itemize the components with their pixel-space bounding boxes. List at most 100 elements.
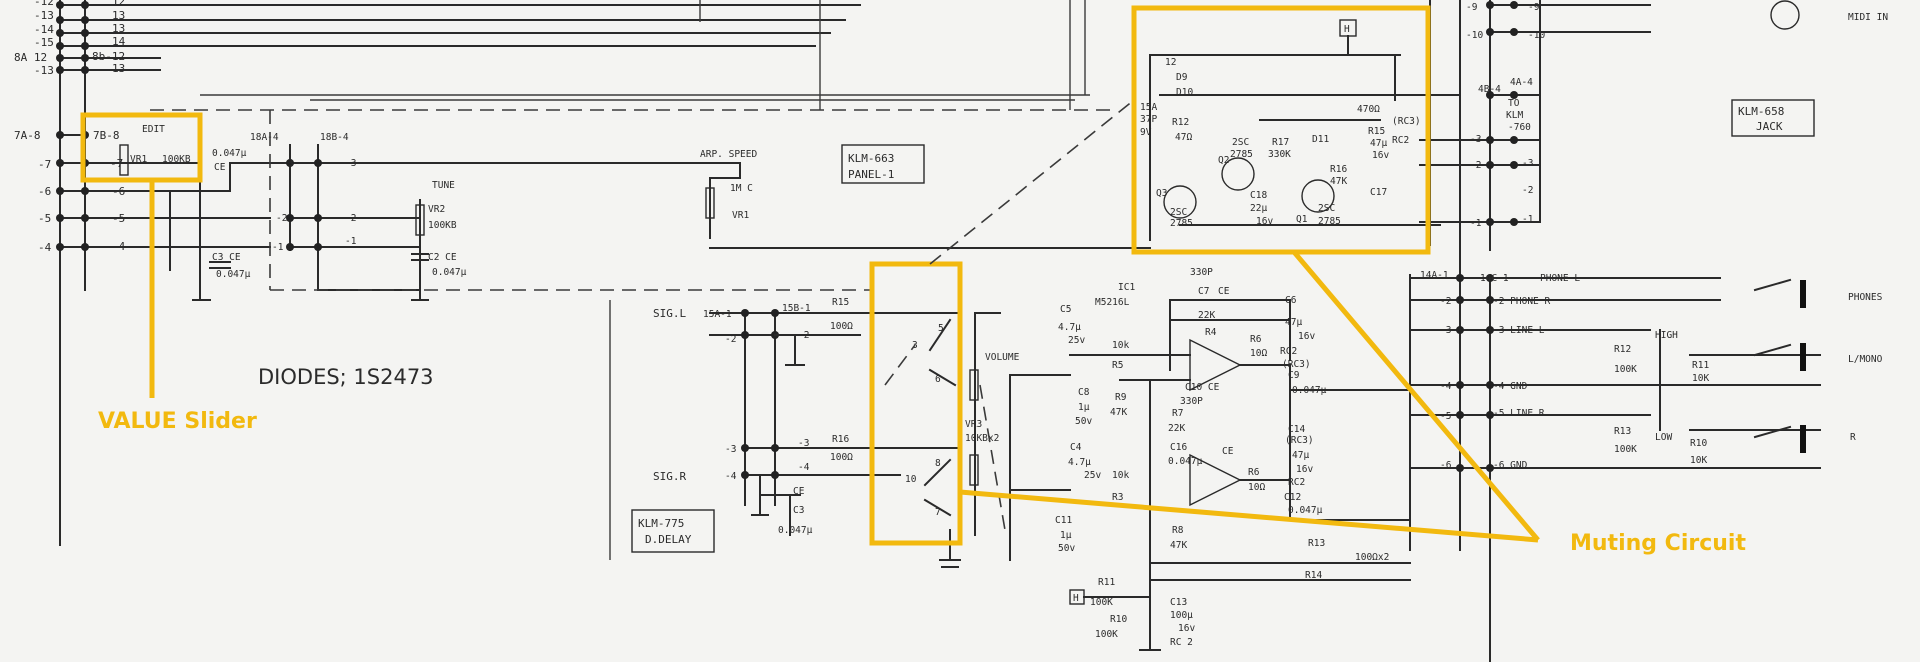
label-r11j: R11 xyxy=(1692,360,1709,371)
label-c10-value: 330P xyxy=(1180,396,1203,407)
label-vr3-value: 10KBx2 xyxy=(965,433,999,444)
label-c7-value: 330P xyxy=(1190,267,1213,278)
label-r3-label: R3 xyxy=(1112,492,1123,503)
label-r-out: R xyxy=(1850,432,1856,443)
label-q1-num: 2785 xyxy=(1318,216,1341,227)
label-q1-part: 2SC xyxy=(1318,203,1335,214)
label-to-klm760-3: -760 xyxy=(1508,122,1531,133)
label-diodes: DIODES; 1S2473 xyxy=(258,365,434,389)
label-conn-18a: 18A-4 xyxy=(250,132,279,143)
label-r11: R11 xyxy=(1098,577,1115,588)
label-m-pin2b: -2 xyxy=(1522,185,1533,196)
label-d9: D9 xyxy=(1176,72,1188,83)
label-r16m: R16 xyxy=(1330,164,1347,175)
label-c4-volt: 25v xyxy=(1084,470,1101,481)
label-vr1-value: 100KB xyxy=(162,154,191,165)
label-jp-4: -4 xyxy=(1440,381,1452,392)
label-jack: JACK xyxy=(1756,120,1783,133)
edit-pot: EDIT VR1 100KB 0.047μ CE C3 CE 0.047μ xyxy=(119,124,251,301)
label-gnd1: -4 GND xyxy=(1493,381,1528,392)
label-pin-m2a: -2 xyxy=(276,213,287,224)
label-muting-12: 12 xyxy=(1165,57,1176,68)
label-c4-value: 4.7μ xyxy=(1068,457,1091,468)
label-c16-value: 0.047μ xyxy=(1168,456,1203,467)
label-8: -6 xyxy=(38,185,51,198)
label-q3-num: 2785 xyxy=(1170,218,1193,229)
label-8: -6 xyxy=(112,185,125,198)
label-r15m-volt: 16v xyxy=(1372,150,1389,161)
label-r16: R16 xyxy=(832,434,849,445)
label-r5: 10k xyxy=(1112,340,1129,351)
label-m-9v: 9V xyxy=(1140,127,1152,138)
label-pin-3b: -3 xyxy=(798,438,809,449)
label-c6-value: 47μ xyxy=(1285,317,1302,328)
label-rc2c: RC2 xyxy=(1392,135,1409,146)
label-sig-l: SIG.L xyxy=(653,307,686,320)
label-c6: C6 xyxy=(1285,295,1297,306)
label-4: 8A 12 xyxy=(14,51,47,64)
arp-speed-panel: ARP. SPEED 1M C VR1 KLM-663 PANEL-1 xyxy=(150,109,1151,291)
label-c2-label: C2 CE xyxy=(428,252,457,263)
label-pin-m3b: -3 xyxy=(345,158,356,169)
label-top-pin10a: -10 xyxy=(1466,30,1483,41)
label-pin-m1b: -1 xyxy=(345,236,357,247)
label-pin-3a: -3 xyxy=(725,444,736,455)
label-pin-m3a: -3 xyxy=(282,158,293,169)
label-r11-value: 100K xyxy=(1090,597,1113,608)
label-conn-4a4: 4A-4 xyxy=(1510,77,1533,88)
label-r15m: R15 xyxy=(1368,126,1385,137)
label-c14: C14 xyxy=(1288,424,1305,435)
volume-pot: VOLUME VR3 10KBx2 xyxy=(965,312,1071,561)
label-ic1-part: M5216L xyxy=(1095,297,1130,308)
label-c8: C8 xyxy=(1078,387,1090,398)
label-0: 12 xyxy=(112,0,125,8)
label-top-pin10b: -10 xyxy=(1528,30,1545,41)
label-r12j-value: 100K xyxy=(1614,364,1637,375)
label-pin-m1a: -1 xyxy=(272,242,284,253)
label-klm775: KLM-775 xyxy=(638,517,684,530)
label-r6b: R6 xyxy=(1248,467,1260,478)
label-r6a-value: 10Ω xyxy=(1250,348,1267,359)
label-1: 13 xyxy=(112,9,125,22)
label-c5: C5 xyxy=(1060,304,1071,315)
label-r16m-value: 47K xyxy=(1330,176,1347,187)
label-conn-15a: 15A-1 xyxy=(703,309,732,320)
label-c18-value: 22μ xyxy=(1250,203,1267,214)
label-r7: R7 xyxy=(1172,408,1183,419)
label-q2-part: 2SC xyxy=(1232,137,1249,148)
label-c3b: C3 xyxy=(793,505,804,516)
annotation-muting-circuit: Muting Circuit xyxy=(869,5,1746,556)
label-3: 14 xyxy=(112,35,126,48)
label-r17: R17 xyxy=(1272,137,1289,148)
label-arp-value: 1M C xyxy=(730,183,753,194)
label-sw-10: 10 xyxy=(905,474,917,485)
label-h-mark: H xyxy=(1344,24,1350,35)
label-phone-l: PHONE L xyxy=(1540,273,1580,284)
label-edit-label: EDIT xyxy=(142,124,165,135)
label-r3: 10k xyxy=(1112,470,1129,481)
label-c8-volt: 50v xyxy=(1075,416,1092,427)
label-r10: R10 xyxy=(1110,614,1127,625)
label-r15: R15 xyxy=(832,297,849,308)
label-ddelay: D.DELAY xyxy=(645,533,692,546)
label-r11j-value: 10K xyxy=(1692,373,1709,384)
label-9: -5 xyxy=(38,212,51,225)
label-r4-label: R4 xyxy=(1205,327,1217,338)
tune-pot: TUNE VR2 100KB C2 CE 0.047μ xyxy=(411,180,467,301)
label-c11: C11 xyxy=(1055,515,1072,526)
label-c7: C7 xyxy=(1198,286,1209,297)
label-arp-speed: ARP. SPEED xyxy=(700,149,757,160)
label-klm663: KLM-663 xyxy=(848,152,894,165)
label-r15-value: 100Ω xyxy=(830,321,853,332)
label-vr2-value: 100KB xyxy=(428,220,457,231)
label-c13-rc: RC 2 xyxy=(1170,637,1193,648)
label-10: -4 xyxy=(112,240,126,253)
label-q2: Q2 xyxy=(1218,155,1229,166)
label-c12-value: 0.047μ xyxy=(1288,505,1323,516)
label-phones: PHONES xyxy=(1848,292,1883,303)
label-c14-volt: 16v xyxy=(1296,464,1313,475)
label-ic1: IC1 xyxy=(1118,282,1135,293)
connector-18: 18A-4 18B-4 -3 -3 -2 -2 -1 -1 xyxy=(229,132,741,291)
label-5: -13 xyxy=(34,64,54,77)
